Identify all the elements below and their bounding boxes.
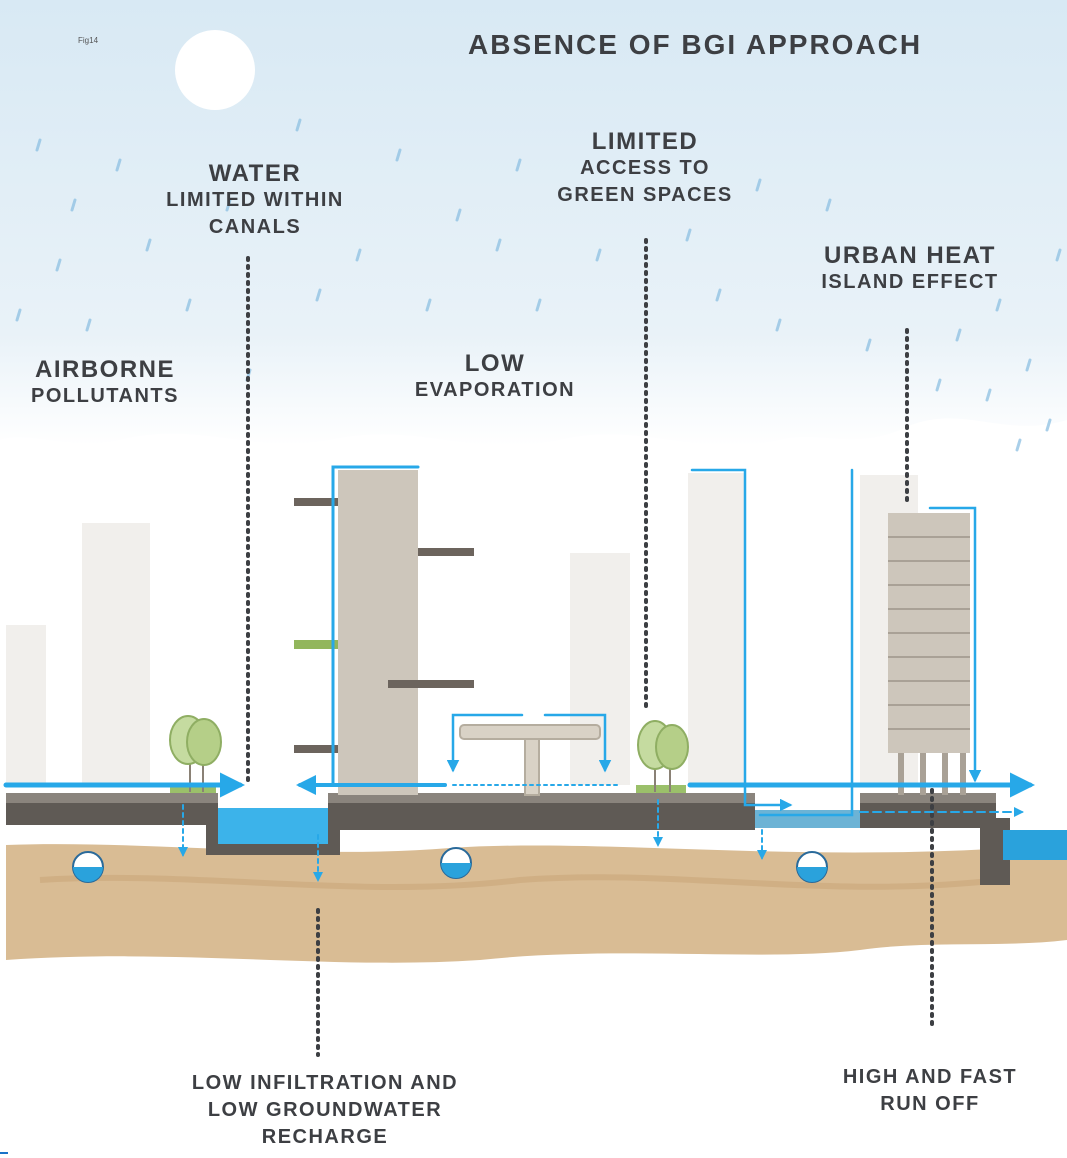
label-line: Low [464, 350, 526, 377]
label-urban-heat-island: Urban Heat Island effect [790, 242, 1030, 296]
right-building [888, 513, 970, 795]
diagram-title: ABSENCE OF BGI APPROACH [468, 29, 923, 60]
soil-layer [6, 844, 1067, 963]
label-line: limited within [166, 189, 344, 211]
label-line: recharge [261, 1126, 389, 1148]
sky-cloud [0, 0, 1067, 446]
label-line: evaporation [414, 379, 576, 401]
edge-mark [0, 1152, 8, 1154]
tree-right [636, 720, 689, 793]
label-low-evaporation: Low evaporation [380, 350, 610, 404]
pavement-top [6, 793, 996, 803]
label-line: low groundwater [207, 1099, 443, 1121]
label-low-infiltration: Low infiltration and low groundwater rec… [150, 1070, 500, 1151]
leader-lines [246, 238, 934, 1057]
label-line: High and fast [842, 1066, 1018, 1088]
label-line: pollutants [31, 385, 179, 407]
label-limited-green-access: Limited access to green spaces [520, 128, 770, 209]
shelter-structure [459, 724, 601, 796]
tree-left [169, 715, 222, 793]
drain-water [755, 810, 860, 828]
label-line: run off [880, 1093, 980, 1115]
label-airborne-pollutants: Airborne pollutants [10, 356, 200, 410]
rain-streaks [15, 118, 1062, 452]
label-line: Island effect [821, 271, 999, 293]
soil-texture [39, 874, 1001, 891]
label-line: Low infiltration and [191, 1072, 459, 1094]
sun [175, 30, 255, 110]
label-water-limited-canals: Water limited within canals [130, 160, 380, 241]
label-line: Urban Heat [824, 242, 996, 269]
pipes [72, 847, 828, 883]
label-high-fast-runoff: High and fast run off [800, 1064, 1060, 1118]
water-flow-arrows [3, 465, 1035, 882]
label-line: Limited [591, 128, 699, 155]
label-line: Airborne [34, 356, 175, 383]
canal-water [218, 808, 328, 844]
figure-number: Fig14 [78, 36, 99, 45]
label-line: green spaces [557, 184, 733, 206]
river-water [1003, 830, 1067, 860]
label-line: Water [208, 160, 302, 187]
main-tower [294, 470, 474, 795]
label-line: access to [580, 157, 710, 179]
label-line: canals [208, 216, 302, 238]
